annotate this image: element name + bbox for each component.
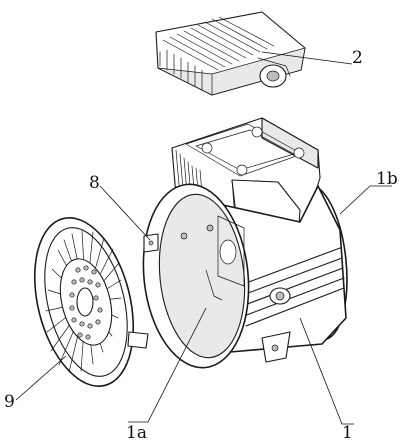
leader-1b — [339, 185, 392, 215]
cover-boss-hole — [266, 70, 280, 82]
grille-center-perforations — [69, 265, 103, 340]
grille-mounting-tab — [127, 331, 149, 349]
leader-1 — [299, 317, 354, 425]
callout-labels: 2 1b 8 9 1a 1 — [4, 48, 398, 443]
leader-lines — [15, 51, 392, 425]
finned-cover — [155, 11, 306, 96]
fan-grille — [33, 217, 149, 387]
label-8: 8 — [89, 173, 100, 193]
housing-body — [142, 117, 348, 369]
cover-fins — [159, 16, 275, 91]
screw-boss-1 — [201, 142, 213, 154]
leader-2 — [261, 51, 353, 65]
leader-9 — [15, 355, 67, 401]
screw-boss-3 — [293, 147, 305, 159]
label-1a: 1a — [126, 423, 147, 443]
label-1: 1 — [342, 423, 353, 443]
label-9: 9 — [4, 392, 15, 412]
leader-8 — [99, 185, 151, 241]
screw-boss-2 — [251, 126, 263, 138]
leader-1a — [128, 307, 207, 423]
label-1b: 1b — [376, 169, 398, 189]
grille-hub — [76, 287, 94, 317]
label-2: 2 — [352, 48, 363, 68]
shell-ribs — [237, 247, 345, 327]
screw-boss-4 — [236, 164, 248, 176]
